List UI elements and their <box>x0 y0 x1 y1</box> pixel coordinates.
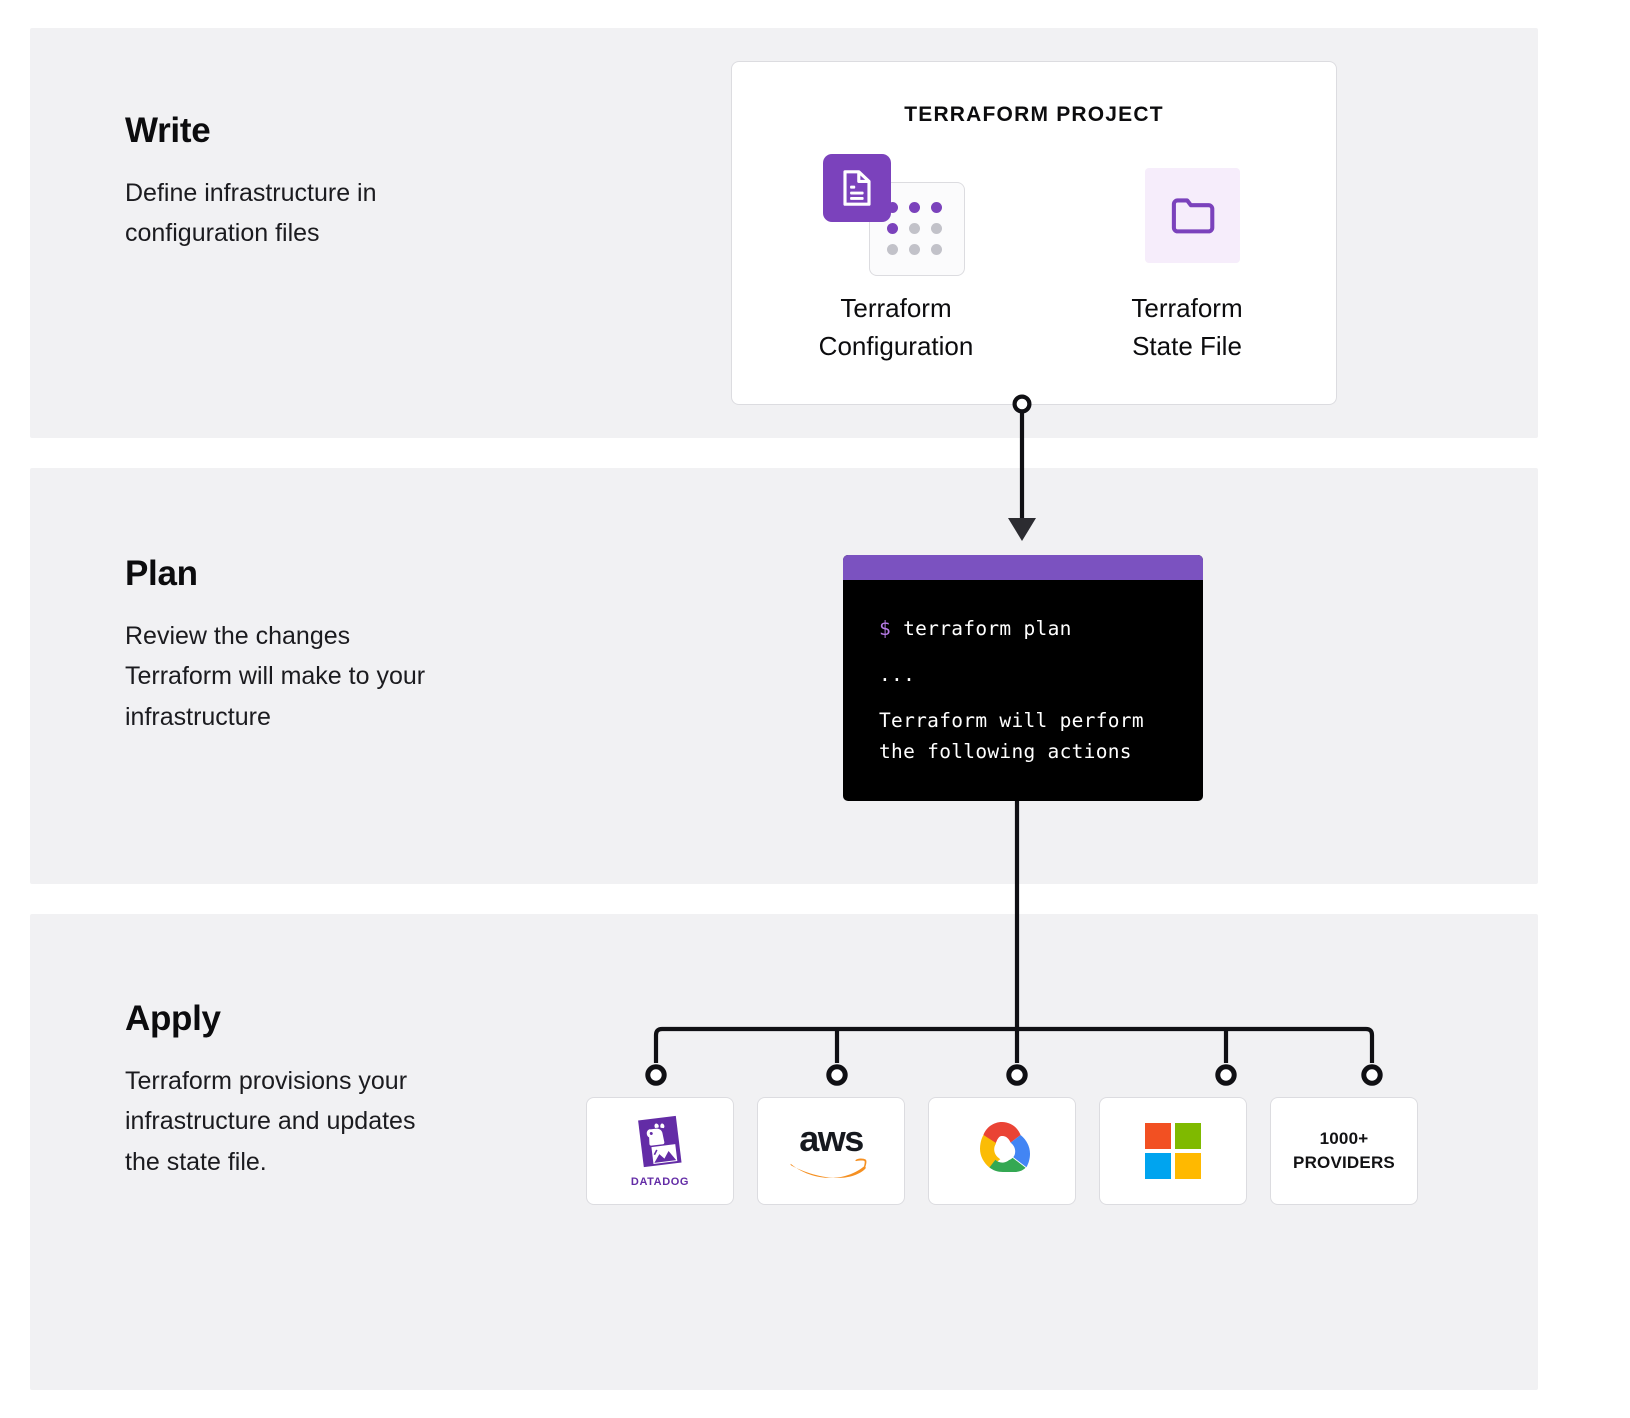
terraform-plan-terminal: $ terraform plan ... Terraform will perf… <box>843 555 1203 801</box>
terminal-prompt-symbol: $ <box>879 617 892 640</box>
grid-dot <box>931 244 942 255</box>
step-plan-title: Plan <box>125 554 198 593</box>
step-apply-description: Terraform provisions your infrastructure… <box>125 1066 416 1176</box>
more-providers-word: PROVIDERS <box>1293 1153 1395 1172</box>
section-band-plan <box>30 468 1538 884</box>
terminal-command: terraform plan <box>903 617 1072 640</box>
aws-smile-icon <box>790 1158 867 1179</box>
step-plan-description: Review the changes Terraform will make t… <box>125 621 426 731</box>
terminal-titlebar <box>843 555 1203 580</box>
more-providers-label: 1000+ PROVIDERS <box>1293 1127 1395 1175</box>
aws-wordmark: aws <box>799 1117 864 1159</box>
aws-logo: aws <box>788 1117 874 1179</box>
step-write-description: Define infrastructure in configuration f… <box>125 178 377 248</box>
provider-card-more[interactable]: 1000+ PROVIDERS <box>1270 1097 1418 1205</box>
grid-dot <box>887 244 898 255</box>
provider-card-microsoft[interactable] <box>1099 1097 1247 1205</box>
google-cloud-logo <box>980 1122 1030 1172</box>
provider-card-google-cloud[interactable] <box>928 1097 1076 1205</box>
more-providers-count: 1000+ <box>1319 1129 1369 1149</box>
dot-grid-icon <box>887 202 953 265</box>
grid-dot <box>931 223 942 234</box>
terminal-body: $ terraform plan ... Terraform will perf… <box>843 580 1203 767</box>
step-plan: Plan Review the changes Terraform will m… <box>125 554 525 737</box>
provider-row: DATADOG aws <box>586 1097 1418 1205</box>
terminal-output-line-2: the following actions <box>879 739 1132 763</box>
grid-dot <box>931 202 942 213</box>
step-write: Write Define infrastructure in configura… <box>125 111 525 254</box>
grid-dot <box>909 223 920 234</box>
terraform-state-file-icon <box>1112 154 1262 276</box>
provider-card-datadog[interactable]: DATADOG <box>586 1097 734 1205</box>
document-icon <box>823 154 891 222</box>
step-write-title: Write <box>125 111 211 150</box>
terminal-spacer <box>879 690 1203 706</box>
grid-dot <box>887 202 898 213</box>
terminal-spacer <box>879 644 1203 660</box>
step-apply-title: Apply <box>125 999 221 1038</box>
grid-dot <box>909 244 920 255</box>
terraform-configuration-icon <box>821 154 971 276</box>
step-apply: Apply Terraform provisions your infrastr… <box>125 999 525 1182</box>
grid-dot <box>887 223 898 234</box>
grid-dot <box>909 202 920 213</box>
terraform-project-card: TERRAFORM PROJECT <box>731 61 1337 405</box>
datadog-wordmark: DATADOG <box>630 1175 690 1188</box>
datadog-logo: DATADOG <box>631 1115 689 1188</box>
terminal-output-line-1: Terraform will perform <box>879 709 1144 733</box>
provider-card-aws[interactable]: aws <box>757 1097 905 1205</box>
folder-icon <box>1145 168 1240 263</box>
terminal-ellipsis: ... <box>879 663 916 687</box>
terminal-command-line: $ terraform plan <box>879 614 1203 644</box>
microsoft-logo <box>1145 1123 1201 1179</box>
terraform-project-title: TERRAFORM PROJECT <box>904 103 1164 126</box>
